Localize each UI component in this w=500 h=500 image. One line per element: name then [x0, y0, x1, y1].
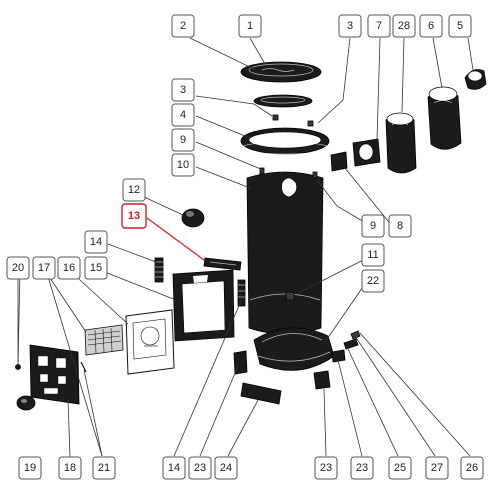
callout-27: 27 [425, 456, 449, 480]
part-adjust-knob [16, 395, 36, 411]
part-handle [343, 330, 361, 350]
callouts: 1 2 3 7 28 6 5 3 [6, 14, 484, 480]
callout-label: 5 [457, 20, 463, 32]
callout-5: 5 [448, 14, 472, 38]
callout-label: 24 [220, 462, 232, 474]
callout-label: 8 [397, 220, 403, 232]
callout-23-left: 23 [188, 456, 212, 480]
part-front-panel [29, 344, 80, 405]
callout-23-right: 23 [350, 456, 374, 480]
callout-20: 20 [6, 256, 30, 280]
callout-3-mid: 3 [171, 78, 195, 102]
callout-8: 8 [388, 214, 412, 238]
callout-label: 28 [398, 20, 410, 32]
callout-label: 6 [428, 20, 434, 32]
callout-label: 9 [370, 220, 376, 232]
callout-label: 4 [180, 109, 186, 121]
callout-label: 25 [394, 462, 406, 474]
callout-label: 9 [180, 134, 186, 146]
callout-14-top: 14 [84, 230, 108, 254]
callout-15: 15 [84, 256, 108, 280]
callout-label: 3 [347, 20, 353, 32]
callout-3-top: 3 [338, 14, 362, 38]
callout-6: 6 [419, 14, 443, 38]
callout-label: 7 [376, 20, 382, 32]
callout-19: 19 [18, 456, 42, 480]
callout-2: 2 [171, 14, 195, 38]
part-leg-right [313, 370, 331, 390]
callout-label: 19 [24, 462, 36, 474]
part-door-frame [172, 269, 235, 342]
part-control-knob [181, 208, 205, 228]
part-door-spring-right [237, 279, 246, 307]
callout-label: 23 [320, 462, 332, 474]
part-flue-adapter [464, 69, 487, 90]
part-flue-gasket [352, 138, 381, 167]
callout-14-bottom: 14 [162, 456, 186, 480]
callout-18: 18 [58, 456, 82, 480]
part-ash-drawer [240, 382, 282, 405]
callout-10: 10 [171, 153, 195, 177]
callout-label: 14 [90, 236, 102, 248]
callout-9-left: 9 [171, 128, 195, 152]
callout-label: 3 [180, 84, 186, 96]
callout-9-right: 9 [361, 214, 385, 238]
callout-17: 17 [32, 256, 56, 280]
callout-26: 26 [460, 456, 484, 480]
callout-11: 11 [361, 243, 385, 267]
callout-label: 22 [367, 275, 379, 287]
part-thin-rods [80, 361, 87, 373]
callout-25: 25 [388, 456, 412, 480]
part-small-screw [15, 364, 21, 370]
callout-21: 21 [92, 456, 116, 480]
callout-label: 26 [466, 462, 478, 474]
callout-label: 16 [63, 262, 75, 274]
part-mesh-grate [84, 324, 124, 356]
part-top-gasket [253, 94, 313, 108]
part-hinge-bar [203, 257, 242, 271]
callout-28: 28 [392, 14, 416, 38]
callout-label: 18 [64, 462, 76, 474]
callout-label: 21 [98, 462, 110, 474]
part-base [253, 327, 335, 371]
part-flue-collar [385, 112, 417, 174]
callout-label: 11 [367, 249, 378, 261]
callout-4: 4 [171, 103, 195, 127]
callout-label: 14 [168, 462, 180, 474]
part-bracket [331, 349, 346, 363]
callout-label: 2 [180, 20, 186, 32]
leader-lines [17, 37, 474, 458]
part-flue-pipe [427, 86, 462, 150]
callout-24: 24 [214, 456, 238, 480]
part-door-spring-left [154, 257, 164, 283]
callout-13-highlighted: 13 [121, 203, 147, 229]
callout-label: 23 [194, 462, 206, 474]
callout-22: 22 [361, 269, 385, 293]
part-chimney-ring [240, 127, 330, 155]
callout-label: 27 [431, 462, 443, 474]
part-glass-panel [125, 309, 175, 375]
callout-label: 20 [12, 262, 24, 274]
part-main-body [246, 167, 324, 335]
callout-label: 10 [177, 159, 189, 171]
callout-label: 13 [128, 210, 140, 222]
part-nut [285, 291, 295, 301]
parts-illustration [15, 61, 487, 411]
callout-1: 1 [238, 14, 262, 38]
callout-label: 12 [128, 184, 140, 196]
part-screws-top [272, 114, 314, 127]
callout-label: 1 [247, 20, 253, 32]
callout-7: 7 [367, 14, 391, 38]
callout-23-mid: 23 [314, 456, 338, 480]
part-top-lid [240, 61, 322, 83]
part-flue-plate [330, 151, 348, 172]
callout-label: 17 [38, 262, 50, 274]
callout-16: 16 [57, 256, 81, 280]
callout-12: 12 [122, 178, 146, 202]
callout-label: 23 [356, 462, 368, 474]
callout-label: 15 [90, 262, 102, 274]
